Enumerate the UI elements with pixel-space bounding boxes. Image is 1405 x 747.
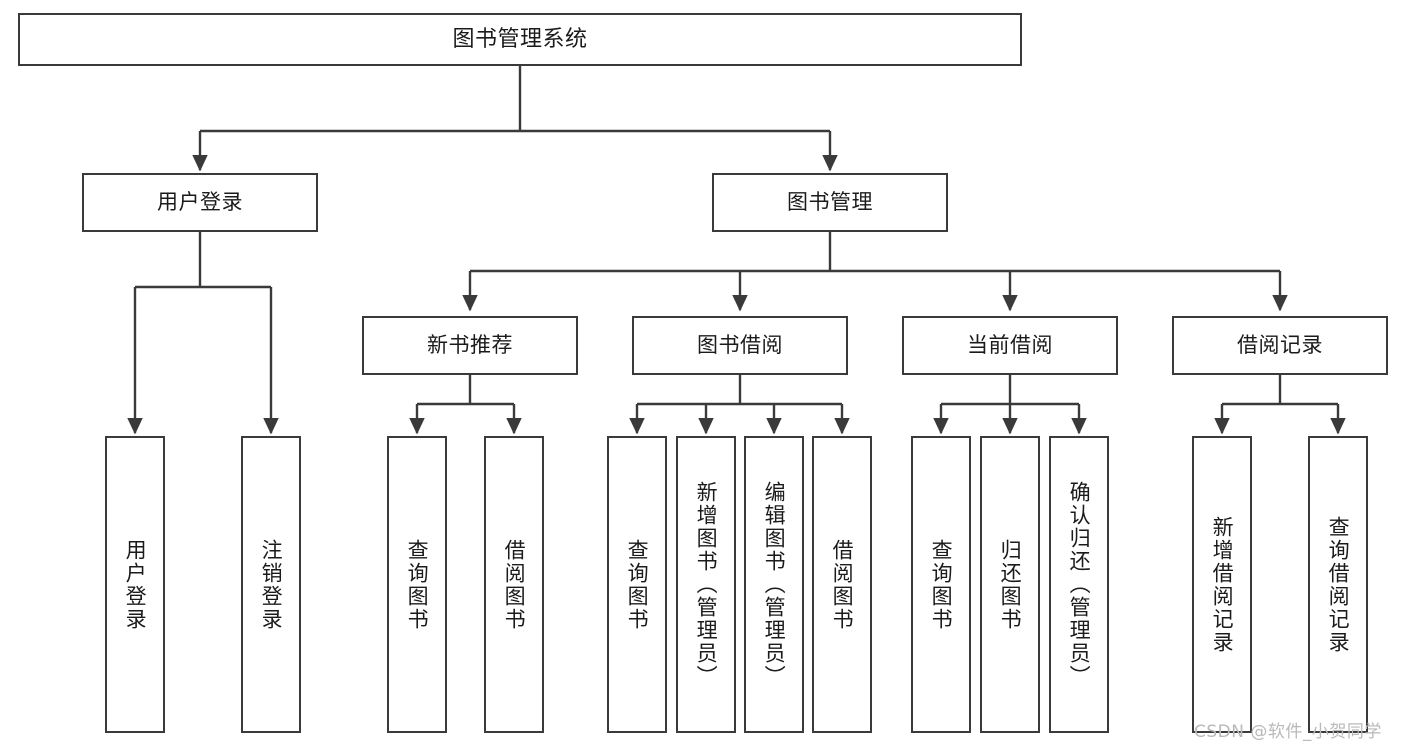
node-leaf-borrow-book-recommend[interactable]: 借阅图书 [484, 436, 544, 733]
node-user-login[interactable]: 用户登录 [82, 173, 318, 232]
node-leaf-query-book-borrow-label: 查询图书 [625, 538, 650, 631]
node-book-manage-label: 图书管理 [787, 190, 873, 215]
node-borrow-record-label: 借阅记录 [1237, 333, 1323, 358]
node-root-label: 图书管理系统 [452, 26, 588, 52]
node-new-book-recommend-label: 新书推荐 [427, 333, 513, 358]
node-book-manage[interactable]: 图书管理 [712, 173, 948, 232]
node-leaf-add-borrow-record-label: 新增借阅记录 [1210, 515, 1235, 654]
node-leaf-confirm-return-admin[interactable]: 确认归还（管理员） [1049, 436, 1109, 733]
node-leaf-query-book-borrow[interactable]: 查询图书 [607, 436, 667, 733]
node-leaf-query-book-recommend[interactable]: 查询图书 [387, 436, 447, 733]
node-leaf-logout-label: 注销登录 [259, 538, 284, 631]
node-leaf-query-borrow-record-label: 查询借阅记录 [1326, 515, 1351, 654]
node-leaf-query-book-recommend-label: 查询图书 [405, 538, 430, 631]
node-leaf-borrow-book-label: 借阅图书 [830, 538, 855, 631]
node-current-borrow[interactable]: 当前借阅 [902, 316, 1118, 375]
node-leaf-user-login[interactable]: 用户登录 [105, 436, 165, 733]
node-leaf-add-book-admin[interactable]: 新增图书（管理员） [676, 436, 736, 733]
node-leaf-edit-book-admin[interactable]: 编辑图书（管理员） [744, 436, 804, 733]
node-leaf-query-book-current[interactable]: 查询图书 [911, 436, 971, 733]
node-book-borrow-label: 图书借阅 [697, 333, 783, 358]
watermark-text: CSDN @软件_小贺同学 [1194, 722, 1382, 742]
node-current-borrow-label: 当前借阅 [967, 333, 1053, 358]
node-leaf-query-book-current-label: 查询图书 [929, 538, 954, 631]
node-leaf-user-login-label: 用户登录 [123, 538, 148, 631]
node-leaf-query-borrow-record[interactable]: 查询借阅记录 [1308, 436, 1368, 733]
node-leaf-add-borrow-record[interactable]: 新增借阅记录 [1192, 436, 1252, 733]
node-root[interactable]: 图书管理系统 [18, 13, 1022, 66]
node-leaf-borrow-book[interactable]: 借阅图书 [812, 436, 872, 733]
node-leaf-logout[interactable]: 注销登录 [241, 436, 301, 733]
node-leaf-confirm-return-admin-label: 确认归还（管理员） [1067, 481, 1092, 688]
node-leaf-add-book-admin-label: 新增图书（管理员） [694, 481, 719, 688]
node-book-borrow[interactable]: 图书借阅 [632, 316, 848, 375]
node-leaf-return-book[interactable]: 归还图书 [980, 436, 1040, 733]
node-borrow-record[interactable]: 借阅记录 [1172, 316, 1388, 375]
node-user-login-label: 用户登录 [157, 190, 243, 215]
node-new-book-recommend[interactable]: 新书推荐 [362, 316, 578, 375]
node-leaf-return-book-label: 归还图书 [998, 538, 1023, 631]
node-leaf-edit-book-admin-label: 编辑图书（管理员） [762, 481, 787, 688]
node-leaf-borrow-book-recommend-label: 借阅图书 [502, 538, 527, 631]
